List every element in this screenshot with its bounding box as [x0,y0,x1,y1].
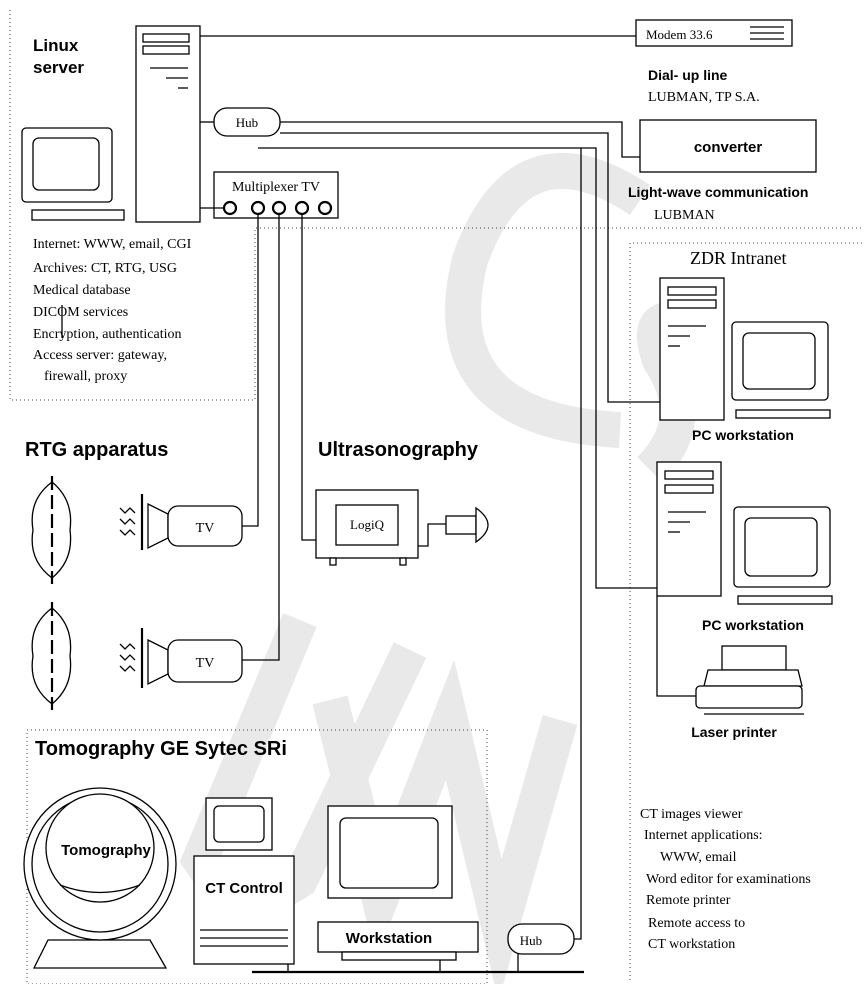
ct-control-monitor [205,797,273,851]
pc-workstation-1-label: PC workstation [692,427,794,443]
logiq-device: LogiQ [315,489,489,566]
rtg-xray-beam-2 [119,628,144,688]
svg-text:LogiQ: LogiQ [350,517,385,532]
server-monitor [21,127,125,221]
server-tower [135,25,201,223]
svg-text:Access server: gateway,: Access server: gateway, [33,348,167,363]
svg-text:Tomography: Tomography [61,842,151,859]
multiplexer-tv: Multiplexer TV [213,171,339,219]
rtg-title: RTG apparatus [25,439,168,461]
svg-text:Internet: WWW, email, CGI: Internet: WWW, email, CGI [33,237,192,252]
svg-text:Hub: Hub [520,933,542,948]
dialup-title: Dial- up line [648,67,728,83]
lightwave-title: Light-wave communication [628,184,808,200]
intranet-zone-border [629,242,864,980]
svg-text:CT workstation: CT workstation [648,937,735,952]
server-hub: Hub [213,107,281,137]
server-title-line2: server [33,58,84,77]
svg-text:firewall, proxy: firewall, proxy [44,369,127,384]
svg-text:Remote access to: Remote access to [648,916,745,931]
laser-printer-label: Laser printer [691,724,777,740]
pc-workstation-2-tower [656,461,722,597]
ultrasound-title: Ultrasonography [318,439,479,461]
server-zone-border [9,10,864,401]
intranet-title: ZDR Intranet [690,248,786,268]
ct-gantry: Tomography [23,787,177,969]
pc-workstation-1-monitor [731,321,831,419]
dialup-provider: LUBMAN, TP S.A. [648,90,760,105]
laser-printer [695,645,804,715]
svg-text:Multiplexer TV: Multiplexer TV [232,180,320,195]
rtg-patient-2 [31,602,72,710]
tomography-title: Tomography GE Sytec SRi [35,738,287,760]
svg-text:converter: converter [694,139,763,156]
svg-text:DICOM services: DICOM services [33,305,128,320]
ct-control-console: CT Control [193,855,295,965]
svg-text:Encryption, authentication: Encryption, authentication [33,327,182,342]
pc-workstation-2-label: PC workstation [702,617,804,633]
rtg-tv-camera-2: TV [147,638,243,686]
pc-workstation-1-tower [659,277,725,421]
converter: converter [639,119,817,173]
svg-text:Archives: CT, RTG, USG: Archives: CT, RTG, USG [33,261,177,276]
server-services-list: Internet: WWW, email, CGI Archives: CT, … [33,237,192,384]
svg-text:TV: TV [196,656,215,671]
svg-text:Modem 33.6: Modem 33.6 [646,27,713,42]
svg-text:Internet applications:: Internet applications: [644,828,763,843]
svg-text:TV: TV [196,521,215,536]
svg-text:Remote printer: Remote printer [646,893,731,908]
ct-workstation: Workstation [317,805,479,961]
pc-workstation-2-monitor [733,506,833,605]
rtg-xray-beam-1 [119,494,144,550]
connection-lines [61,35,696,974]
rtg-tv-camera-1: TV [147,502,243,550]
svg-text:Workstation: Workstation [346,930,432,947]
svg-text:WWW, email: WWW, email [660,850,737,865]
server-title-line1: Linux [33,36,79,55]
svg-text:CT images viewer: CT images viewer [640,807,743,822]
rtg-patient-1 [31,476,72,584]
svg-text:Word editor for examinations: Word editor for examinations [646,872,811,887]
modem: Modem 33.6 [635,19,793,47]
intranet-features-list: CT images viewer Internet applications: … [640,807,811,952]
svg-text:CT Control: CT Control [205,880,282,897]
ct-hub: Hub [507,923,575,955]
lightwave-provider: LUBMAN [654,208,715,223]
svg-text:Hub: Hub [236,115,258,130]
svg-text:Medical database: Medical database [33,283,131,298]
